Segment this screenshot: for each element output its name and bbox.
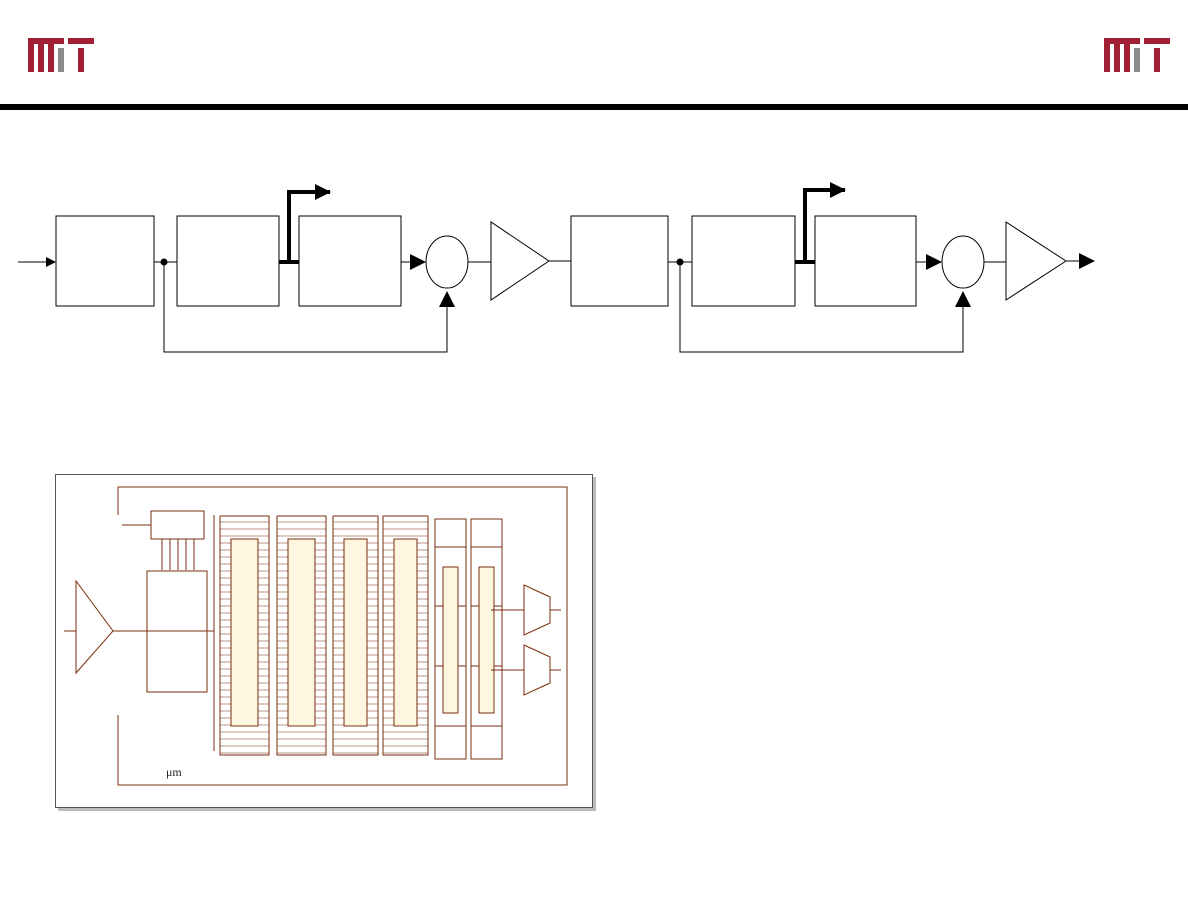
- stage-core-4: [393, 538, 418, 727]
- stage2-summer: [941, 235, 985, 289]
- logic-core-2: [478, 566, 495, 714]
- output-driver-2: [523, 644, 551, 696]
- chip-layout-drawing: [64, 486, 568, 786]
- stage-column-1: [219, 515, 270, 756]
- sample-hold-block: [146, 570, 208, 693]
- stage-column-3: [332, 515, 379, 756]
- mit-logo-right: [1104, 38, 1170, 72]
- stage-core-1: [230, 538, 259, 727]
- stage1-feedforward: [163, 262, 455, 353]
- logic-core-1: [442, 566, 459, 714]
- unit-label: μm: [166, 765, 182, 779]
- stage1-amplifier: [490, 221, 550, 301]
- stage1-summer: [425, 235, 469, 289]
- mit-logo-left: [28, 38, 94, 72]
- stage-column-4: [382, 515, 429, 756]
- stage1-digital-out: [287, 184, 331, 262]
- stage2-amplifier: [1005, 221, 1067, 301]
- stage1-adc-block: [176, 215, 280, 307]
- stage-core-2: [287, 538, 316, 727]
- header-rule: [0, 104, 1188, 110]
- output-driver-1: [523, 584, 551, 636]
- chip-layout-panel: μm: [55, 474, 593, 808]
- pipeline-block-diagram: [18, 182, 1095, 353]
- clock-gen-block: [150, 510, 205, 540]
- stage-column-2: [276, 515, 327, 756]
- logic-column-2: [470, 518, 503, 760]
- stage1-sample-hold-block: [55, 215, 155, 307]
- stage2-digital-out: [803, 182, 846, 262]
- input-amp: [75, 579, 114, 675]
- logic-column-1: [434, 518, 467, 760]
- stage2-feedforward: [679, 262, 971, 353]
- stage-core-3: [343, 538, 368, 727]
- die-outline: [117, 486, 568, 786]
- stage2-sample-hold-block: [570, 215, 669, 307]
- stage2-dac-block: [814, 215, 917, 307]
- stage2-adc-block: [691, 215, 796, 307]
- stage1-dac-block: [298, 215, 402, 307]
